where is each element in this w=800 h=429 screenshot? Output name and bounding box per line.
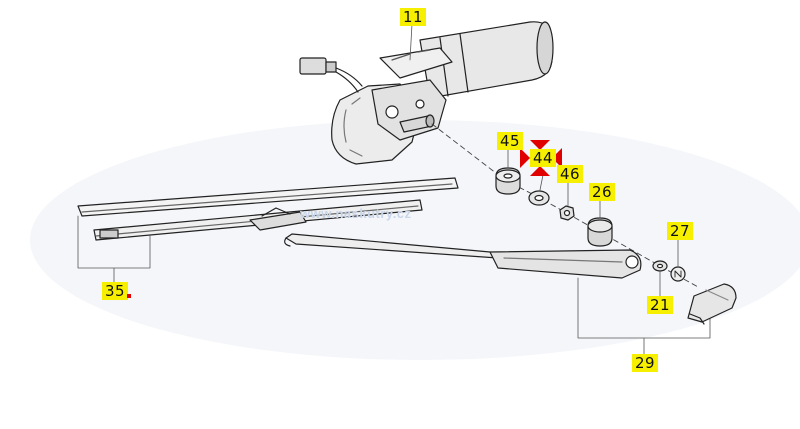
callout-27[interactable]: 27 — [667, 222, 694, 240]
selection-marker-44 — [520, 140, 562, 176]
arm-cap[interactable] — [687, 283, 737, 325]
part-21-washer[interactable] — [652, 260, 668, 272]
part-44-washer[interactable] — [528, 190, 550, 206]
part-26-bushing[interactable] — [587, 217, 613, 247]
part-45-grommet[interactable] — [495, 167, 521, 195]
callout-29[interactable]: 29 — [632, 354, 659, 372]
callout-35[interactable]: 35 — [102, 282, 129, 300]
wiper-blade[interactable] — [77, 177, 459, 241]
bracket-29 — [577, 277, 711, 355]
background-swoosh — [30, 120, 800, 360]
leader-11 — [409, 23, 413, 61]
callout-44[interactable]: 44 — [530, 149, 557, 167]
part-27-nut[interactable] — [670, 266, 686, 282]
callout-21[interactable]: 21 — [647, 296, 674, 314]
callout-11[interactable]: 11 — [400, 8, 427, 26]
callout-45[interactable]: 45 — [497, 132, 524, 150]
wiper-motor[interactable] — [299, 21, 554, 165]
part-46-nut[interactable] — [559, 205, 575, 221]
callout-35-red-dot — [127, 294, 131, 298]
bracket-35 — [77, 215, 151, 283]
watermark-text: www.naskutry.cz — [300, 206, 412, 221]
callout-26[interactable]: 26 — [589, 183, 616, 201]
callout-46[interactable]: 46 — [557, 165, 584, 183]
wiper-arm[interactable] — [284, 233, 642, 279]
